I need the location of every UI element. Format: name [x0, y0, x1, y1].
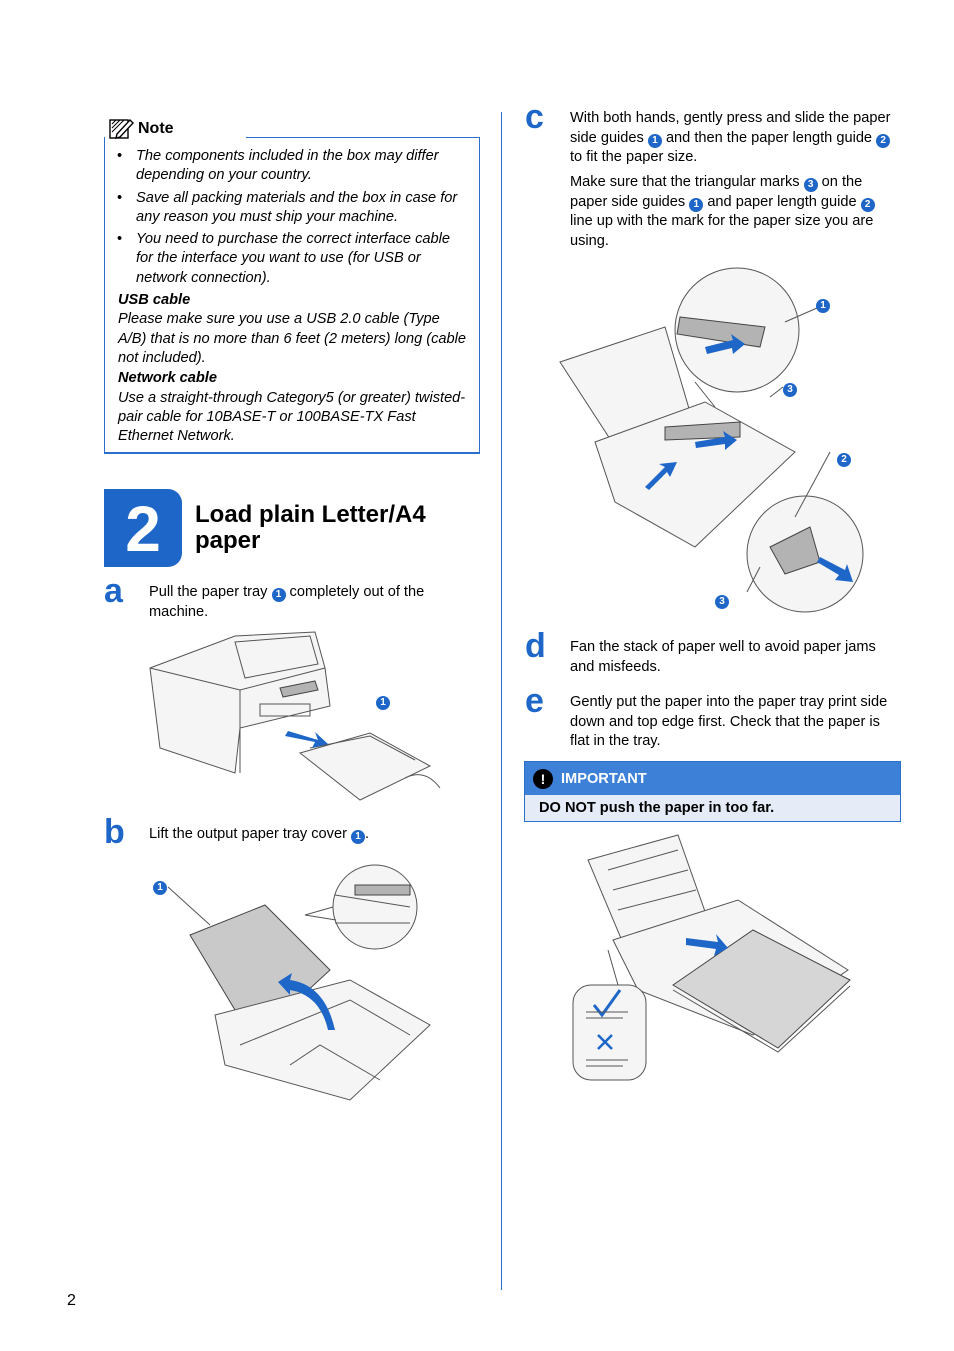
network-cable-text: Use a straight-through Category5 (or gre… [118, 389, 466, 445]
step-title: Load plain Letter/A4 paper [195, 501, 426, 554]
callout-2: 2 [837, 453, 851, 467]
substep-letter-d: d [525, 627, 546, 665]
important-header: ! IMPORTANT [525, 762, 900, 795]
note-divider [246, 137, 479, 138]
marker-1: 1 [351, 830, 365, 844]
substep-a-text: Pull the paper tray 1 completely out of … [149, 584, 425, 620]
marker-1: 1 [689, 197, 704, 212]
paper-loading-illustration [572, 834, 851, 1081]
exclamation-icon: ! [533, 768, 553, 789]
usb-cable-text: Please make sure you use a USB 2.0 cable… [118, 311, 466, 366]
important-text: DO NOT push the paper in too far. [525, 795, 900, 821]
callout-1: 1 [153, 881, 167, 895]
pencil-note-icon [109, 118, 134, 139]
network-cable-heading: Network cable [118, 370, 217, 387]
note-heading: Note [138, 120, 174, 137]
note-content: The components included in the box may d… [114, 147, 466, 446]
output-tray-cover-illustration [167, 864, 431, 1101]
substep-letter-b: b [104, 813, 125, 851]
marker-2: 2 [876, 133, 891, 148]
note-header: Note [108, 117, 180, 141]
callout-1: 1 [816, 299, 830, 313]
paper-guides-illustration [559, 267, 864, 613]
substep-letter-c: c [525, 98, 544, 136]
column-divider [501, 112, 502, 1290]
important-heading: IMPORTANT [561, 770, 647, 787]
printer-tray-illustration [149, 631, 441, 801]
note-bullet: You need to purchase the correct interfa… [114, 230, 466, 288]
usb-cable-heading: USB cable [118, 292, 191, 309]
note-box [104, 137, 480, 454]
callout-1: 1 [376, 696, 390, 710]
substep-e-text: Gently put the paper into the paper tray… [570, 694, 888, 749]
marker-2: 2 [860, 197, 875, 212]
marker-3: 3 [803, 178, 818, 192]
substep-c-text-1: With both hands, gently press and slide … [570, 110, 891, 165]
substep-d-text: Fan the stack of paper well to avoid pap… [570, 639, 876, 675]
page-number: 2 [67, 1292, 76, 1309]
callout-3: 3 [783, 383, 797, 397]
callout-3: 3 [715, 595, 729, 609]
substep-letter-a: a [104, 572, 123, 610]
marker-1: 1 [271, 588, 286, 602]
note-bullet: The components included in the box may d… [114, 147, 466, 186]
substep-letter-e: e [525, 682, 544, 720]
note-bullet: Save all packing materials and the box i… [114, 189, 466, 228]
important-box: ! IMPORTANT DO NOT push the paper in too… [524, 761, 901, 822]
substep-c-text-2: Make sure that the triangular marks 3 on… [570, 174, 875, 249]
substep-b-text: Lift the output paper tray cover 1. [149, 826, 370, 844]
step-number-badge: 2 [104, 489, 182, 567]
marker-1: 1 [647, 133, 662, 148]
